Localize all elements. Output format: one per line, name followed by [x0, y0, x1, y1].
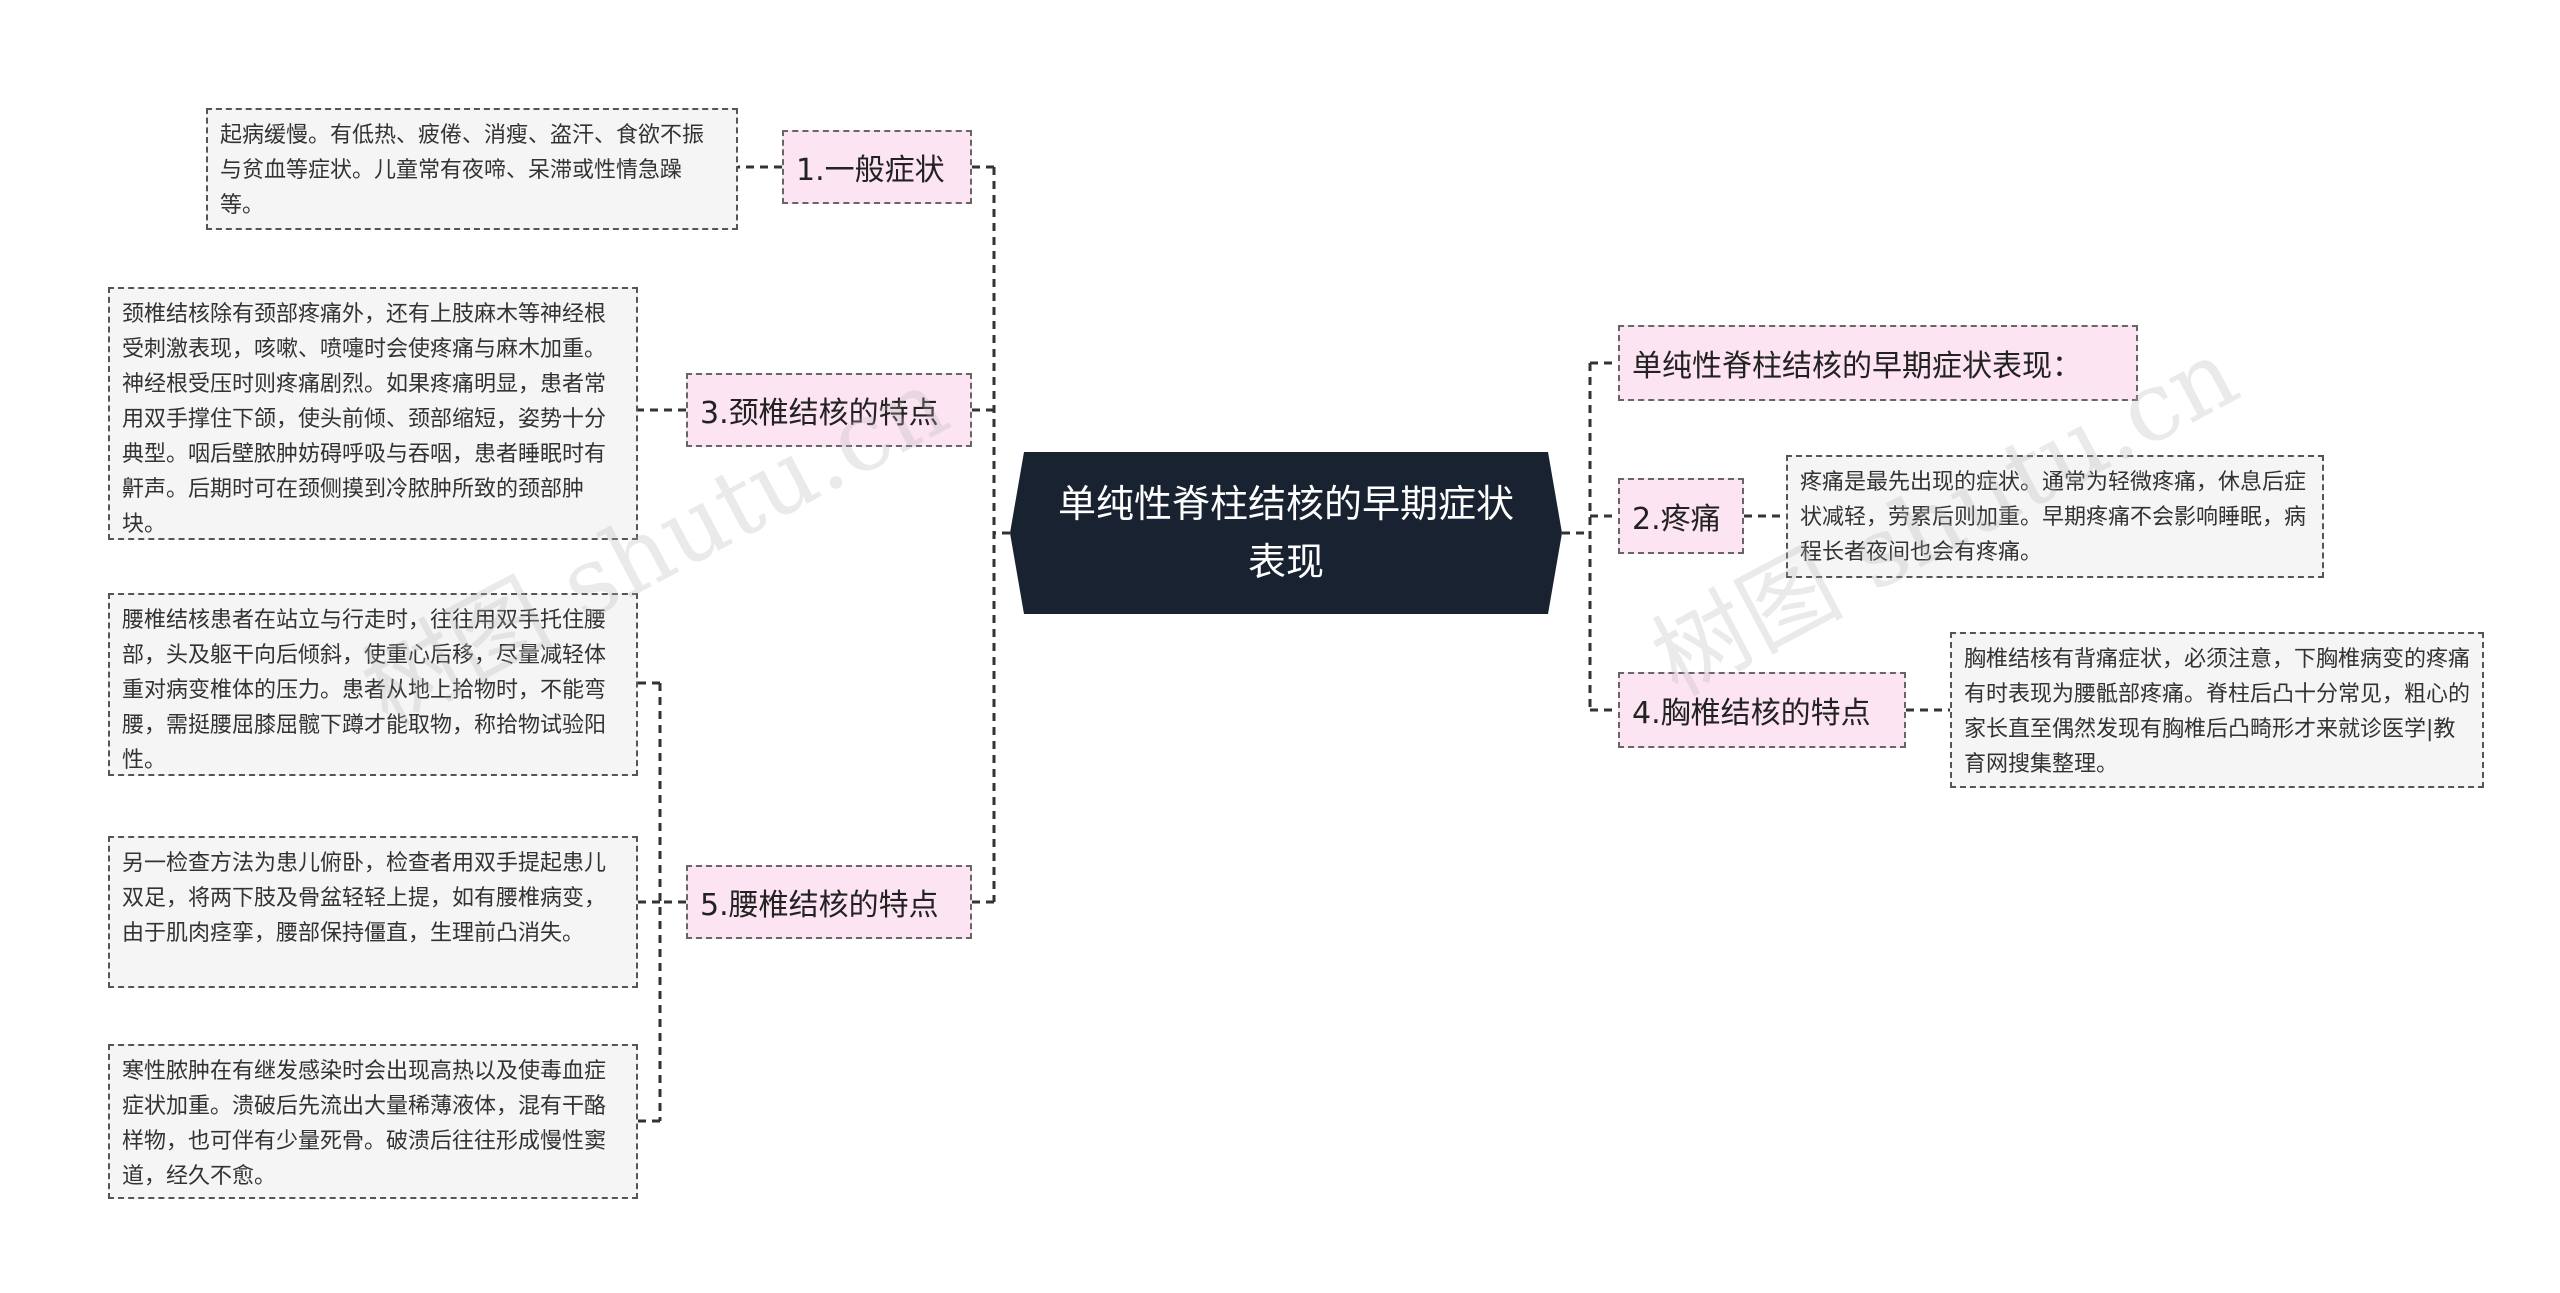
branch-pain[interactable]: 2.疼痛: [1618, 478, 1744, 554]
branch-label: 2.疼痛: [1632, 502, 1721, 537]
branch-general-symptoms[interactable]: 1.一般症状: [782, 130, 972, 204]
leaf-text: 颈椎结核除有颈部疼痛外，还有上肢麻木等神经根受刺激表现，咳嗽、喷嚏时会使疼痛与麻…: [122, 302, 607, 537]
leaf-lumbar-abscess[interactable]: 寒性脓肿在有继发感染时会出现高热以及使毒血症症状加重。溃破后先流出大量稀薄液体，…: [108, 1044, 638, 1199]
branch-label: 单纯性脊柱结核的早期症状表现：: [1632, 349, 2082, 384]
branch-label: 1.一般症状: [796, 153, 945, 188]
branch-summary-heading[interactable]: 单纯性脊柱结核的早期症状表现：: [1618, 325, 2138, 401]
leaf-text: 腰椎结核患者在站立与行走时，往往用双手托住腰部，头及躯干向后倾斜，使重心后移，尽…: [122, 608, 607, 773]
center-topic-title: 单纯性脊柱结核的早期症状表现: [1057, 482, 1514, 584]
leaf-cervical[interactable]: 颈椎结核除有颈部疼痛外，还有上肢麻木等神经根受刺激表现，咳嗽、喷嚏时会使疼痛与麻…: [108, 287, 638, 540]
leaf-text: 另一检查方法为患儿俯卧，检查者用双手提起患儿双足，将两下肢及骨盆轻轻上提，如有腰…: [122, 851, 607, 946]
leaf-lumbar-exam[interactable]: 另一检查方法为患儿俯卧，检查者用双手提起患儿双足，将两下肢及骨盆轻轻上提，如有腰…: [108, 836, 638, 988]
branch-thoracic[interactable]: 4.胸椎结核的特点: [1618, 672, 1906, 748]
leaf-text: 起病缓慢。有低热、疲倦、消瘦、盗汗、食欲不振与贫血等症状。儿童常有夜啼、呆滞或性…: [220, 123, 705, 218]
leaf-text: 疼痛是最先出现的症状。通常为轻微疼痛，休息后症状减轻，劳累后则加重。早期疼痛不会…: [1800, 470, 2307, 565]
center-topic[interactable]: 单纯性脊柱结核的早期症状表现: [1010, 452, 1562, 614]
branch-lumbar[interactable]: 5.腰椎结核的特点: [686, 865, 972, 939]
branch-label: 4.胸椎结核的特点: [1632, 696, 1871, 731]
leaf-lumbar-posture[interactable]: 腰椎结核患者在站立与行走时，往往用双手托住腰部，头及躯干向后倾斜，使重心后移，尽…: [108, 593, 638, 776]
leaf-general-symptoms[interactable]: 起病缓慢。有低热、疲倦、消瘦、盗汗、食欲不振与贫血等症状。儿童常有夜啼、呆滞或性…: [206, 108, 738, 230]
leaf-text: 寒性脓肿在有继发感染时会出现高热以及使毒血症症状加重。溃破后先流出大量稀薄液体，…: [122, 1059, 607, 1189]
branch-label: 5.腰椎结核的特点: [700, 888, 939, 923]
branch-cervical[interactable]: 3.颈椎结核的特点: [686, 373, 972, 447]
leaf-text: 胸椎结核有背痛症状，必须注意，下胸椎病变的疼痛有时表现为腰骶部疼痛。脊柱后凸十分…: [1964, 647, 2471, 777]
branch-label: 3.颈椎结核的特点: [700, 396, 939, 431]
leaf-pain[interactable]: 疼痛是最先出现的症状。通常为轻微疼痛，休息后症状减轻，劳累后则加重。早期疼痛不会…: [1786, 455, 2324, 578]
leaf-thoracic[interactable]: 胸椎结核有背痛症状，必须注意，下胸椎病变的疼痛有时表现为腰骶部疼痛。脊柱后凸十分…: [1950, 632, 2484, 788]
